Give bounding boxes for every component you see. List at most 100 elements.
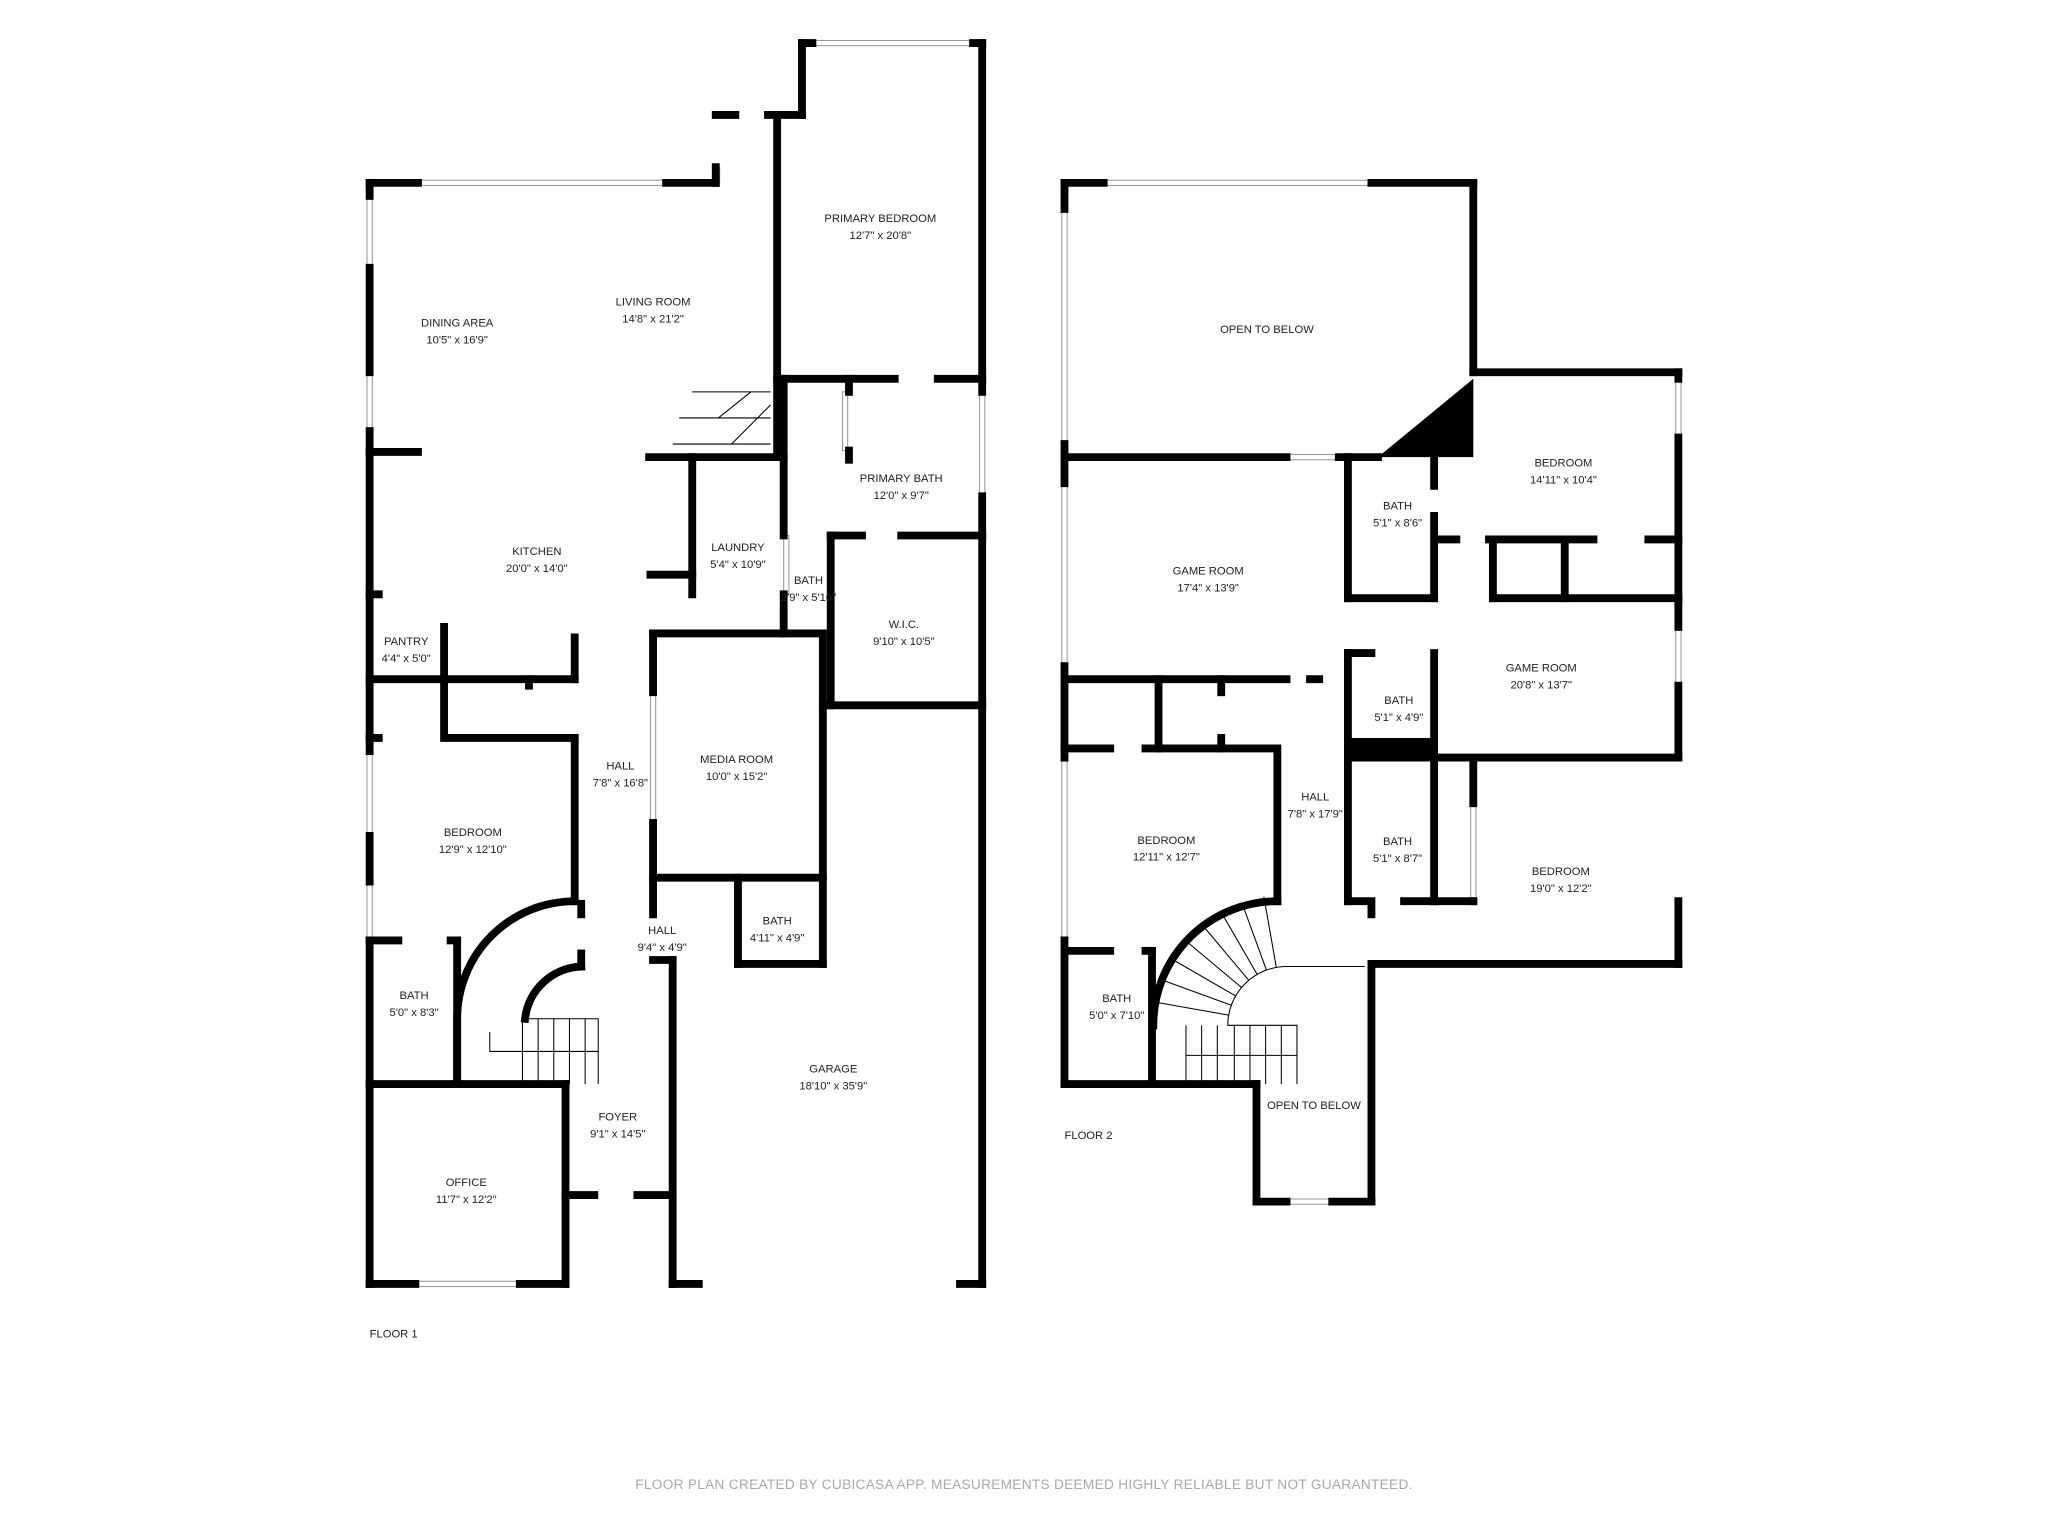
- curved-wall: [453, 897, 579, 1088]
- stair-tread: [1241, 902, 1267, 971]
- window: [366, 881, 373, 941]
- stair-tread: [1173, 959, 1236, 997]
- stair-tread: [1263, 896, 1277, 968]
- room-name: W.I.C.: [889, 619, 920, 631]
- window: [811, 39, 974, 47]
- room-name: BEDROOM: [1534, 457, 1592, 469]
- room-dimensions: 9'10" x 10'5": [873, 636, 935, 648]
- window: [1286, 1198, 1333, 1205]
- room-name: LAUNDRY: [711, 542, 765, 554]
- room-labels: DINING AREA 10'5" x 16'9" LIVING ROOM14'8"…: [382, 213, 1597, 1206]
- room-name: BATH: [399, 990, 428, 1002]
- room-name: DINING AREA: [421, 318, 494, 330]
- room-dimensions: 20'8" x 13'7": [1510, 679, 1572, 691]
- room-label: BATH 2'9" x 5'10": [781, 575, 836, 604]
- room-dimensions: 12'11" x 12'7": [1133, 852, 1200, 864]
- window: [1061, 757, 1068, 941]
- footer-disclaimer: FLOOR PLAN CREATED BY CUBICASA APP. MEAS…: [635, 1477, 1412, 1492]
- room-name: BATH: [763, 916, 792, 928]
- room-dimensions: 14'11" x 10'4": [1530, 474, 1597, 486]
- room-dimensions: 12'9" x 12'10": [439, 844, 507, 856]
- room-name: LIVING ROOM: [616, 297, 691, 309]
- window: [979, 391, 986, 497]
- room-name: GARAGE: [809, 1063, 857, 1075]
- room-label: W.I.C. 9'10" x 10'5": [873, 619, 935, 648]
- window: [417, 179, 667, 186]
- stair-tread: [1202, 924, 1250, 981]
- room-name: BATH: [1383, 500, 1412, 512]
- room-dimensions: 10'5" x 16'9": [426, 335, 488, 347]
- room-dimensions: 19'0" x 12'2": [1530, 883, 1592, 895]
- wall-chase: [1377, 378, 1474, 458]
- room-name: BEDROOM: [1532, 866, 1590, 878]
- room-name: BEDROOM: [1137, 835, 1195, 847]
- window: [649, 691, 657, 824]
- stair-tread: [1163, 980, 1232, 1006]
- room-label: DINING AREA 10'5" x 16'9": [421, 318, 494, 347]
- room-name: MEDIA ROOM: [700, 754, 773, 766]
- room-label: MEDIA ROOM 10'0" x 15'2": [700, 754, 773, 783]
- room-name: OFFICE: [446, 1177, 487, 1189]
- room-dimensions: 5'4" x 10'9": [710, 559, 765, 571]
- walls: [365, 39, 1683, 1288]
- stair-tread: [1186, 940, 1242, 988]
- room-dimensions: 10'0" x 15'2": [706, 771, 768, 783]
- window: [366, 371, 373, 432]
- room-name: BATH: [794, 575, 823, 587]
- room-label: BATH 5'0" x 8'3": [390, 990, 439, 1019]
- window: [1470, 802, 1477, 902]
- room-dimensions: 5'1" x 8'6": [1373, 517, 1422, 529]
- room-dimensions: 2'9" x 5'10": [781, 592, 836, 604]
- room-name: BEDROOM: [444, 827, 502, 839]
- window: [841, 391, 849, 452]
- room-dimensions: 18'10" x 35'9": [799, 1080, 867, 1092]
- room-label: HALL 7'8" x 17'9": [1288, 792, 1343, 821]
- room-name: GAME ROOM: [1506, 662, 1577, 674]
- room-name: HALL: [1301, 792, 1329, 804]
- window: [1675, 626, 1682, 687]
- curved-wall: [520, 962, 586, 1024]
- room-dimensions: 9'4" x 4'9": [638, 942, 687, 954]
- window: [783, 534, 790, 595]
- curved-wall: [1149, 897, 1282, 1030]
- room-dimensions: 5'1" x 4'9": [1374, 712, 1423, 724]
- room-name: BATH: [1102, 993, 1131, 1005]
- window: [414, 1280, 521, 1288]
- room-label: BEDROOM 12'11" x 12'7": [1133, 835, 1200, 864]
- stair-tread: [1157, 1002, 1229, 1016]
- room-dimensions: 12'0" x 9'7": [874, 490, 929, 502]
- room-dimensions: 11'7" x 12'2": [436, 1194, 497, 1206]
- room-name: OPEN TO BELOW: [1220, 324, 1314, 336]
- stairs: [453, 378, 1474, 1088]
- room-label: LAUNDRY 5'4" x 10'9": [710, 542, 765, 571]
- stair-tread: [1220, 911, 1258, 975]
- room-dimensions: 7'8" x 17'9": [1288, 809, 1343, 821]
- room-dimensions: 5'0" x 7'10": [1089, 1010, 1144, 1022]
- room-name: PRIMARY BEDROOM: [824, 213, 936, 225]
- room-dimensions: 5'0" x 8'3": [390, 1007, 439, 1019]
- window: [1061, 482, 1068, 667]
- window: [1675, 378, 1682, 439]
- room-dimensions: 4'4" x 5'0": [382, 653, 431, 665]
- room-name: KITCHEN: [512, 546, 561, 558]
- room-label: BEDROOM 14'11" x 10'4": [1530, 457, 1597, 486]
- room-name: HALL: [606, 760, 634, 772]
- room-dimensions: 12'7" x 20'8": [850, 230, 912, 242]
- room-label: BATH 5'1" x 8'7": [1373, 836, 1422, 865]
- window: [1103, 179, 1372, 186]
- room-label: GARAGE 18'10" x 35'9": [799, 1063, 867, 1092]
- room-label: OFFICE 11'7" x 12'2": [436, 1177, 497, 1206]
- room-name: BATH: [1383, 836, 1412, 848]
- stairs-floor-1: [489, 1018, 599, 1085]
- room-dimensions: 5'1" x 8'7": [1373, 853, 1422, 865]
